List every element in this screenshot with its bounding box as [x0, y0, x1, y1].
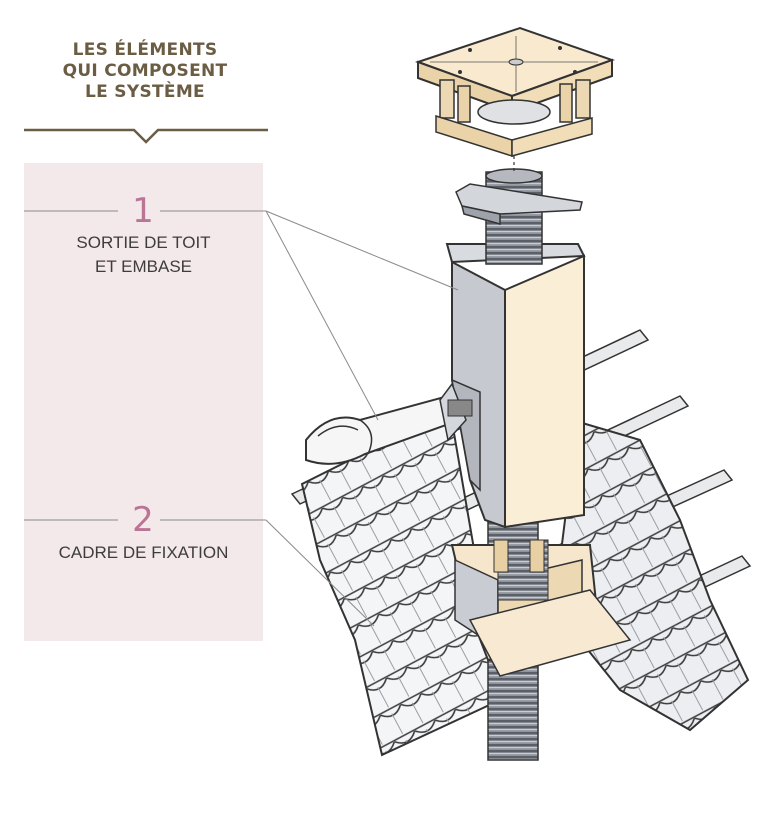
legend-panel: [24, 163, 263, 641]
base-flashing: [450, 539, 632, 677]
callout-1-line-1: SORTIE DE TOIT: [76, 233, 211, 252]
callout-1-line-2: ET EMBASE: [95, 257, 192, 276]
callout-number-2: 2: [132, 500, 154, 540]
leader-lines: [160, 210, 459, 627]
header-line-3: LE SYSTÈME: [85, 82, 205, 102]
header-line-1: LES ÉLÉMENTS: [72, 40, 218, 60]
roof-tiles-right: [558, 418, 750, 732]
roof-tiles-left: [300, 394, 502, 757]
callout-label-1: SORTIE DE TOIT ET EMBASE: [24, 231, 263, 279]
support-bracket: [455, 183, 583, 225]
callout-number-1: 1: [132, 191, 154, 231]
section-header: LES ÉLÉMENTS QUI COMPOSENT LE SYSTÈME: [20, 40, 270, 103]
header-divider: [24, 128, 268, 144]
roof-outlet-housing: [439, 243, 586, 529]
callout-label-2: CADRE DE FIXATION: [24, 541, 263, 565]
callout-2-line-1: CADRE DE FIXATION: [58, 543, 229, 562]
header-line-2: QUI COMPOSENT: [62, 61, 228, 81]
rain-cap: [414, 26, 615, 172]
